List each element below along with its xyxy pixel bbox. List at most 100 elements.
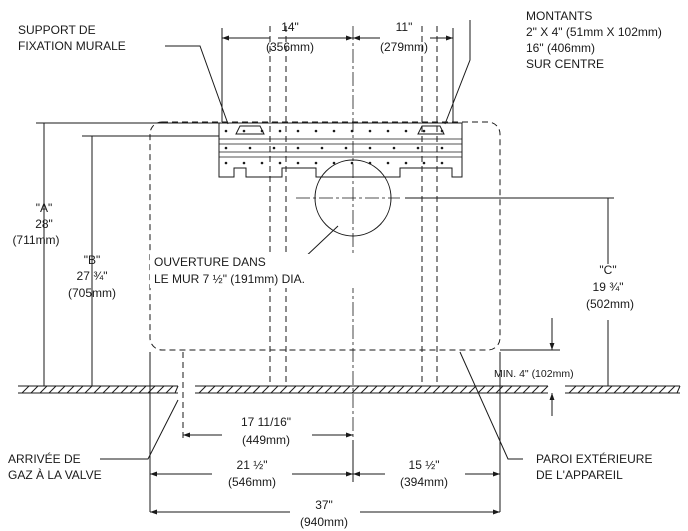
hatch-mark: [486, 385, 495, 394]
hatch-mark: [324, 385, 333, 394]
bracket-hole: [278, 161, 282, 165]
dim-37: 37" (940mm): [150, 498, 500, 530]
dim-c-label: "C": [599, 263, 616, 277]
bracket-hole: [296, 161, 300, 165]
hatch-mark: [477, 385, 486, 394]
dim-b-label: "B": [84, 253, 101, 267]
paroi-label-line1: PAROI EXTÉRIEURE: [536, 451, 652, 466]
hatch-mark: [378, 385, 387, 394]
bracket-hole: [386, 161, 390, 165]
dim-21-metric: (546mm): [228, 475, 276, 489]
hatch-mark: [102, 385, 111, 394]
bracket-hole: [404, 161, 408, 165]
dim-b-metric: (705mm): [68, 286, 116, 300]
montants-label-line3: 16" (406mm): [526, 41, 595, 55]
hatch-mark: [174, 385, 179, 394]
hatch-mark: [138, 385, 147, 394]
hatch-mark: [198, 385, 207, 394]
hatch-mark: [333, 385, 342, 394]
appliance-outline: [149, 121, 501, 351]
hatch-mark: [604, 385, 613, 394]
bracket-hole: [278, 129, 282, 133]
paroi-label-line2: DE L'APPAREIL: [536, 468, 623, 482]
hatch-mark: [93, 385, 102, 394]
dim-a-metric: (711mm): [12, 233, 59, 247]
bracket-hole: [404, 129, 408, 133]
bracket-hole: [248, 146, 252, 150]
dim-37-metric: (940mm): [300, 515, 348, 529]
hatch-mark: [147, 385, 156, 394]
bracket-hole: [368, 129, 372, 133]
hatch-mark: [414, 385, 423, 394]
bracket-hole: [260, 129, 264, 133]
hatch-mark: [622, 385, 631, 394]
hatch-mark: [57, 385, 66, 394]
bracket-hole: [440, 146, 444, 150]
bracket-hole: [314, 129, 318, 133]
bracket-hole: [440, 161, 444, 165]
bracket-hole: [296, 129, 300, 133]
hatch-mark: [360, 385, 369, 394]
ouverture-label-line2: LE MUR 7 ½" (191mm) DIA.: [154, 272, 305, 286]
hatch-mark: [522, 385, 531, 394]
callouts: SUPPORT DE FIXATION MURALE MONTANTS 2" X…: [8, 9, 662, 482]
hatch-mark: [613, 385, 622, 394]
hatch-mark: [207, 385, 216, 394]
bracket-hole: [224, 161, 228, 165]
dim-c: "C" 19 ¾" (502mm): [584, 198, 634, 386]
hatch-mark: [165, 385, 174, 394]
bracket-hole: [320, 146, 324, 150]
hatch-mark: [423, 385, 432, 394]
hatch-mark: [279, 385, 288, 394]
hatch-mark: [111, 385, 120, 394]
gaz-label-line2: GAZ À LA VALVE: [8, 467, 102, 482]
hatch-mark: [568, 385, 577, 394]
hatch-mark: [120, 385, 129, 394]
bracket-hole: [260, 161, 264, 165]
montants-label-line4: SUR CENTRE: [526, 57, 604, 71]
hatch-mark: [225, 385, 234, 394]
hatch-mark: [75, 385, 84, 394]
dim-b-value: 27 ¾": [77, 269, 108, 283]
hatch-mark: [540, 385, 549, 394]
bracket-hole: [386, 129, 390, 133]
hatch-mark: [459, 385, 468, 394]
dim-c-metric: (502mm): [586, 297, 634, 311]
hatch-mark: [129, 385, 138, 394]
gaz-label-line1: ARRIVÉE DE: [8, 451, 81, 466]
dim-15-metric: (394mm): [400, 475, 448, 489]
dim-15: 15 ½" (394mm): [353, 352, 501, 512]
hatch-mark: [306, 385, 315, 394]
hatch-mark: [432, 385, 441, 394]
hatch-mark: [531, 385, 540, 394]
hatch-mark: [676, 385, 681, 394]
hatch-mark: [595, 385, 604, 394]
dim-11-metric: (279mm): [380, 40, 428, 54]
montants-label-line1: MONTANTS: [526, 9, 592, 23]
dim-17-value: 17 11/16": [241, 415, 291, 429]
min-clearance: MIN. 4" (102mm): [494, 318, 574, 416]
dim-21-value: 21 ½": [237, 458, 268, 472]
bracket-hole: [350, 161, 354, 165]
studs: [269, 26, 438, 386]
bracket-hole: [272, 146, 276, 150]
dim-c-value: 19 ¾": [593, 280, 624, 294]
hatch-mark: [441, 385, 450, 394]
hatch-mark: [631, 385, 640, 394]
dim-a-label: "A": [36, 201, 53, 215]
bracket-hole: [224, 146, 228, 150]
hatch-mark: [577, 385, 586, 394]
montants-label-line2: 2" X 4" (51mm X 102mm): [526, 25, 662, 39]
bracket-hole: [392, 146, 396, 150]
support-label-line1: SUPPORT DE: [18, 23, 96, 37]
hatch-mark: [234, 385, 243, 394]
bracket-hole: [296, 146, 300, 150]
hatch-mark: [504, 385, 513, 394]
dim-a-value: 28": [35, 217, 53, 231]
hatch-mark: [156, 385, 165, 394]
dim-11-value: 11": [396, 20, 413, 34]
bracket-holes: [224, 129, 444, 165]
hatch-mark: [216, 385, 225, 394]
bracket-hole: [332, 161, 336, 165]
